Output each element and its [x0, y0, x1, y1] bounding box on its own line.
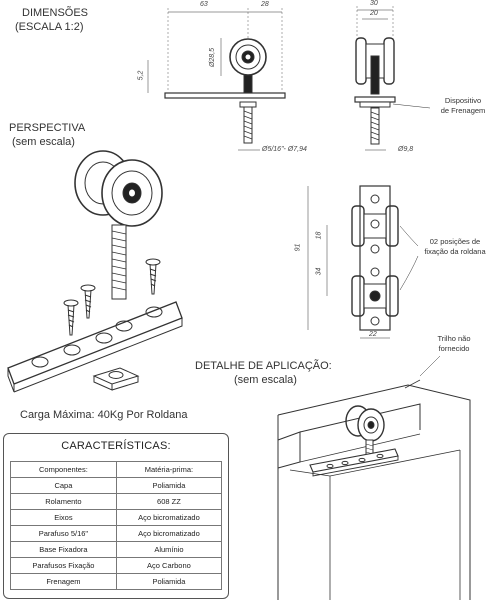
track-not-supplied-line2: fornecido [438, 344, 470, 353]
component-cell: Frenagem [10, 573, 117, 590]
characteristics-panel: CARACTERÍSTICAS: Componentes: Matéria-pr… [3, 433, 229, 599]
material-cell: Aço bicromatizado [115, 525, 223, 542]
braking-device-label: Dispositivo de Frenagem [428, 96, 498, 116]
table-row: Capa Poliamida [10, 477, 223, 494]
fixation-positions-label: 02 posições de fixação da roldana [412, 237, 498, 257]
table-header-row: Componentes: Matéria-prima: [10, 461, 223, 478]
dim-91: 91 [294, 243, 302, 252]
material-cell: Alumínio [115, 541, 223, 558]
max-load-label: Carga Máxima: 40Kg Por Roldana [20, 409, 188, 421]
component-cell: Parafusos Fixação [10, 557, 117, 574]
front-view-drawing [147, 8, 286, 151]
component-cell: Parafuso 5/16" [10, 525, 117, 542]
material-cell: Poliamida [115, 477, 223, 494]
fixation-view-drawing [307, 185, 419, 339]
component-cell: Rolamento [10, 493, 117, 510]
dim-34: 34 [315, 267, 323, 276]
component-cell: Base Fixadora [10, 541, 117, 558]
dim-63: 63 [200, 1, 208, 8]
header-material: Matéria-prima: [115, 461, 223, 478]
characteristics-title: CARACTERÍSTICAS: [61, 440, 171, 452]
perspective-scale: (sem escala) [12, 136, 75, 148]
dim-28: 28 [261, 1, 269, 8]
header-components: Componentes: [10, 461, 117, 478]
component-cell: Eixos [10, 509, 117, 526]
dim-22: 22 [369, 331, 377, 338]
dim-diameter-5-16: Ø5/16"- Ø7,94 [262, 146, 307, 153]
table-row: Eixos Aço bicromatizado [10, 509, 223, 526]
dim-5-2: 5,2 [137, 70, 145, 81]
dim-diameter-28-5: Ø28,5 [209, 47, 217, 68]
application-detail-drawing [277, 355, 471, 600]
dimensions-scale: (ESCALA 1:2) [15, 21, 84, 33]
component-cell: Capa [10, 477, 117, 494]
material-cell: Aço bicromatizado [115, 509, 223, 526]
material-cell: Poliamida [115, 573, 223, 590]
braking-device-line1: Dispositivo [444, 96, 482, 105]
application-detail-scale: (sem escala) [234, 374, 297, 386]
side-view-drawing [354, 6, 431, 151]
dimensions-title: DIMENSÕES [22, 7, 89, 19]
table-row: Rolamento 608 ZZ [10, 493, 223, 510]
dim-18: 18 [315, 231, 323, 240]
fixation-positions-line2: fixação da roldana [424, 247, 486, 256]
braking-device-line2: de Frenagem [440, 106, 486, 115]
fixation-positions-line1: 02 posições de [429, 237, 481, 246]
perspective-title: PERSPECTIVA [9, 122, 86, 134]
track-not-supplied-label: Trilho não fornecido [424, 334, 484, 354]
characteristics-table: Componentes: Matéria-prima: Capa Poliami… [10, 461, 223, 590]
material-cell: Aço Carbono [115, 557, 223, 574]
application-detail-title: DETALHE DE APLICAÇÃO: [195, 360, 332, 372]
track-not-supplied-line1: Trilho não [437, 334, 471, 343]
table-row: Parafusos Fixação Aço Carbono [10, 557, 223, 574]
dim-diameter-9-8: Ø9,8 [398, 146, 414, 153]
dim-20: 20 [370, 10, 378, 17]
material-cell: 608 ZZ [115, 493, 223, 510]
table-row: Frenagem Poliamida [10, 573, 223, 590]
table-row: Base Fixadora Alumínio [10, 541, 223, 558]
dim-30: 30 [370, 0, 378, 7]
table-row: Parafuso 5/16" Aço bicromatizado [10, 525, 223, 542]
perspective-drawing [7, 150, 183, 393]
